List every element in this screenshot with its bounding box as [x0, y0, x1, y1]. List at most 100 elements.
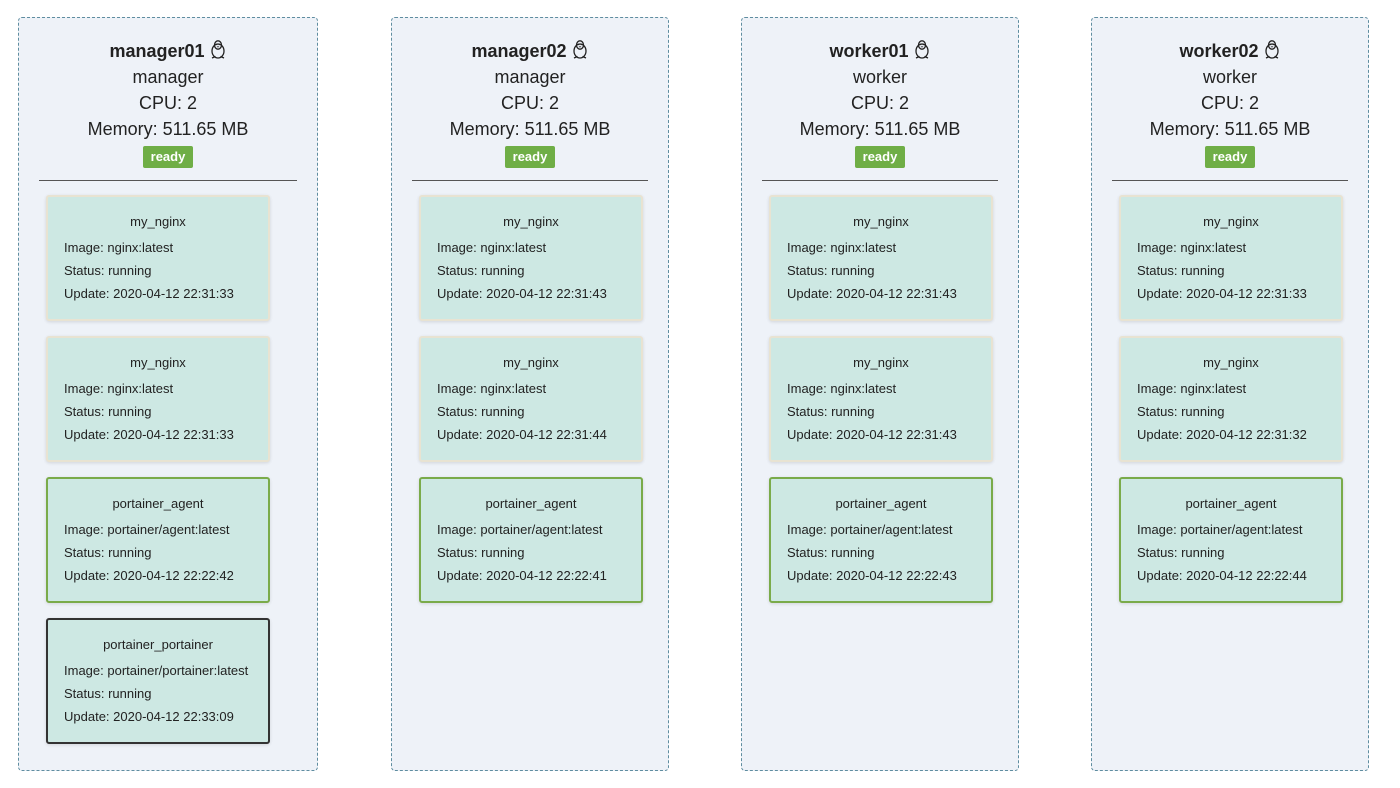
- node-hostname: manager02: [471, 41, 567, 61]
- task-name: my_nginx: [1203, 214, 1259, 229]
- task-image: Image: nginx:latest: [64, 240, 174, 255]
- task-name: my_nginx: [130, 214, 186, 229]
- task-update: Update: 2020-04-12 22:22:42: [64, 568, 234, 583]
- node-status-badge: ready: [854, 146, 906, 168]
- task-update: Update: 2020-04-12 22:22:41: [437, 568, 607, 583]
- node-role: worker: [852, 67, 907, 87]
- task-card-my-nginx[interactable]: my_nginx Image: nginx:latest Status: run…: [769, 195, 993, 321]
- task-card-my-nginx[interactable]: my_nginx Image: nginx:latest Status: run…: [419, 336, 643, 462]
- task-card-portainer-agent[interactable]: portainer_agent Image: portainer/agent:l…: [46, 477, 270, 603]
- task-image: Image: portainer/agent:latest: [64, 522, 230, 537]
- task-name: portainer_agent: [835, 496, 927, 511]
- task-card-my-nginx[interactable]: my_nginx Image: nginx:latest Status: run…: [46, 336, 270, 462]
- task-status: Status: running: [1137, 263, 1225, 278]
- task-card-portainer-agent[interactable]: portainer_agent Image: portainer/agent:l…: [419, 477, 643, 603]
- task-image: Image: nginx:latest: [787, 381, 897, 396]
- task-image: Image: portainer/agent:latest: [787, 522, 953, 537]
- task-image: Image: nginx:latest: [1137, 240, 1247, 255]
- node-cpu: CPU: 2: [850, 93, 910, 113]
- task-status: Status: running: [64, 404, 152, 419]
- task-update: Update: 2020-04-12 22:31:33: [64, 286, 234, 301]
- task-update: Update: 2020-04-12 22:31:43: [437, 286, 607, 301]
- node-status-badge: ready: [1204, 146, 1256, 168]
- task-name: portainer_agent: [1185, 496, 1277, 511]
- task-status: Status: running: [64, 263, 152, 278]
- node-card-manager01[interactable]: manager01 manager CPU: 2 Memory: 511.65 …: [18, 17, 318, 771]
- node-title: manager01: [19, 38, 317, 64]
- task-status: Status: running: [1137, 404, 1225, 419]
- task-status: Status: running: [437, 263, 525, 278]
- node-card-worker02[interactable]: worker02 worker CPU: 2 Memory: 511.65 MB…: [1091, 17, 1369, 771]
- node-divider: [1112, 180, 1348, 181]
- task-update: Update: 2020-04-12 22:33:09: [64, 709, 234, 724]
- linux-tux-icon: [571, 39, 589, 59]
- task-update: Update: 2020-04-12 22:31:32: [1137, 427, 1307, 442]
- node-title: manager02: [392, 38, 668, 64]
- task-update: Update: 2020-04-12 22:22:43: [787, 568, 957, 583]
- task-status: Status: running: [787, 263, 875, 278]
- node-memory: Memory: 511.65 MB: [87, 119, 249, 139]
- node-memory: Memory: 511.65 MB: [1149, 119, 1311, 139]
- task-name: portainer_portainer: [103, 637, 213, 652]
- node-role: worker: [1202, 67, 1257, 87]
- node-memory: Memory: 511.65 MB: [449, 119, 611, 139]
- task-update: Update: 2020-04-12 22:31:33: [1137, 286, 1307, 301]
- node-divider: [39, 180, 297, 181]
- task-update: Update: 2020-04-12 22:31:33: [64, 427, 234, 442]
- linux-tux-icon: [913, 39, 931, 59]
- task-status: Status: running: [1137, 545, 1225, 560]
- node-status-badge: ready: [142, 146, 194, 168]
- task-update: Update: 2020-04-12 22:22:44: [1137, 568, 1307, 583]
- task-card-portainer-portainer[interactable]: portainer_portainer Image: portainer/por…: [46, 618, 270, 744]
- task-image: Image: nginx:latest: [787, 240, 897, 255]
- task-card-my-nginx[interactable]: my_nginx Image: nginx:latest Status: run…: [769, 336, 993, 462]
- task-name: my_nginx: [503, 355, 559, 370]
- task-card-my-nginx[interactable]: my_nginx Image: nginx:latest Status: run…: [46, 195, 270, 321]
- node-header: worker02 worker CPU: 2 Memory: 511.65 MB…: [1092, 18, 1368, 168]
- node-header: worker01 worker CPU: 2 Memory: 511.65 MB…: [742, 18, 1018, 168]
- node-status-badge: ready: [504, 146, 556, 168]
- task-update: Update: 2020-04-12 22:31:43: [787, 427, 957, 442]
- node-divider: [412, 180, 648, 181]
- task-image: Image: portainer/portainer:latest: [64, 663, 249, 678]
- node-card-manager02[interactable]: manager02 manager CPU: 2 Memory: 511.65 …: [391, 17, 669, 771]
- task-image: Image: nginx:latest: [64, 381, 174, 396]
- task-status: Status: running: [64, 686, 152, 701]
- node-role: manager: [494, 67, 566, 87]
- task-status: Status: running: [437, 545, 525, 560]
- task-status: Status: running: [787, 545, 875, 560]
- node-cpu: CPU: 2: [138, 93, 198, 113]
- linux-tux-icon: [1263, 39, 1281, 59]
- task-image: Image: portainer/agent:latest: [1137, 522, 1303, 537]
- task-name: portainer_agent: [112, 496, 204, 511]
- task-card-portainer-agent[interactable]: portainer_agent Image: portainer/agent:l…: [1119, 477, 1343, 603]
- task-card-my-nginx[interactable]: my_nginx Image: nginx:latest Status: run…: [1119, 336, 1343, 462]
- task-name: my_nginx: [853, 355, 909, 370]
- task-name: portainer_agent: [485, 496, 577, 511]
- task-status: Status: running: [437, 404, 525, 419]
- task-status: Status: running: [64, 545, 152, 560]
- task-image: Image: nginx:latest: [1137, 381, 1247, 396]
- linux-tux-icon: [209, 39, 227, 59]
- node-role: manager: [132, 67, 204, 87]
- node-cpu: CPU: 2: [1200, 93, 1260, 113]
- task-update: Update: 2020-04-12 22:31:43: [787, 286, 957, 301]
- task-image: Image: nginx:latest: [437, 381, 547, 396]
- node-divider: [762, 180, 998, 181]
- task-name: my_nginx: [503, 214, 559, 229]
- node-hostname: worker02: [1179, 41, 1259, 61]
- task-update: Update: 2020-04-12 22:31:44: [437, 427, 607, 442]
- task-card-portainer-agent[interactable]: portainer_agent Image: portainer/agent:l…: [769, 477, 993, 603]
- task-card-my-nginx[interactable]: my_nginx Image: nginx:latest Status: run…: [419, 195, 643, 321]
- task-name: my_nginx: [1203, 355, 1259, 370]
- task-name: my_nginx: [853, 214, 909, 229]
- task-name: my_nginx: [130, 355, 186, 370]
- node-header: manager01 manager CPU: 2 Memory: 511.65 …: [19, 18, 317, 168]
- task-card-my-nginx[interactable]: my_nginx Image: nginx:latest Status: run…: [1119, 195, 1343, 321]
- node-memory: Memory: 511.65 MB: [799, 119, 961, 139]
- task-image: Image: nginx:latest: [437, 240, 547, 255]
- node-header: manager02 manager CPU: 2 Memory: 511.65 …: [392, 18, 668, 168]
- task-image: Image: portainer/agent:latest: [437, 522, 603, 537]
- node-title: worker01: [742, 38, 1018, 64]
- node-card-worker01[interactable]: worker01 worker CPU: 2 Memory: 511.65 MB…: [741, 17, 1019, 771]
